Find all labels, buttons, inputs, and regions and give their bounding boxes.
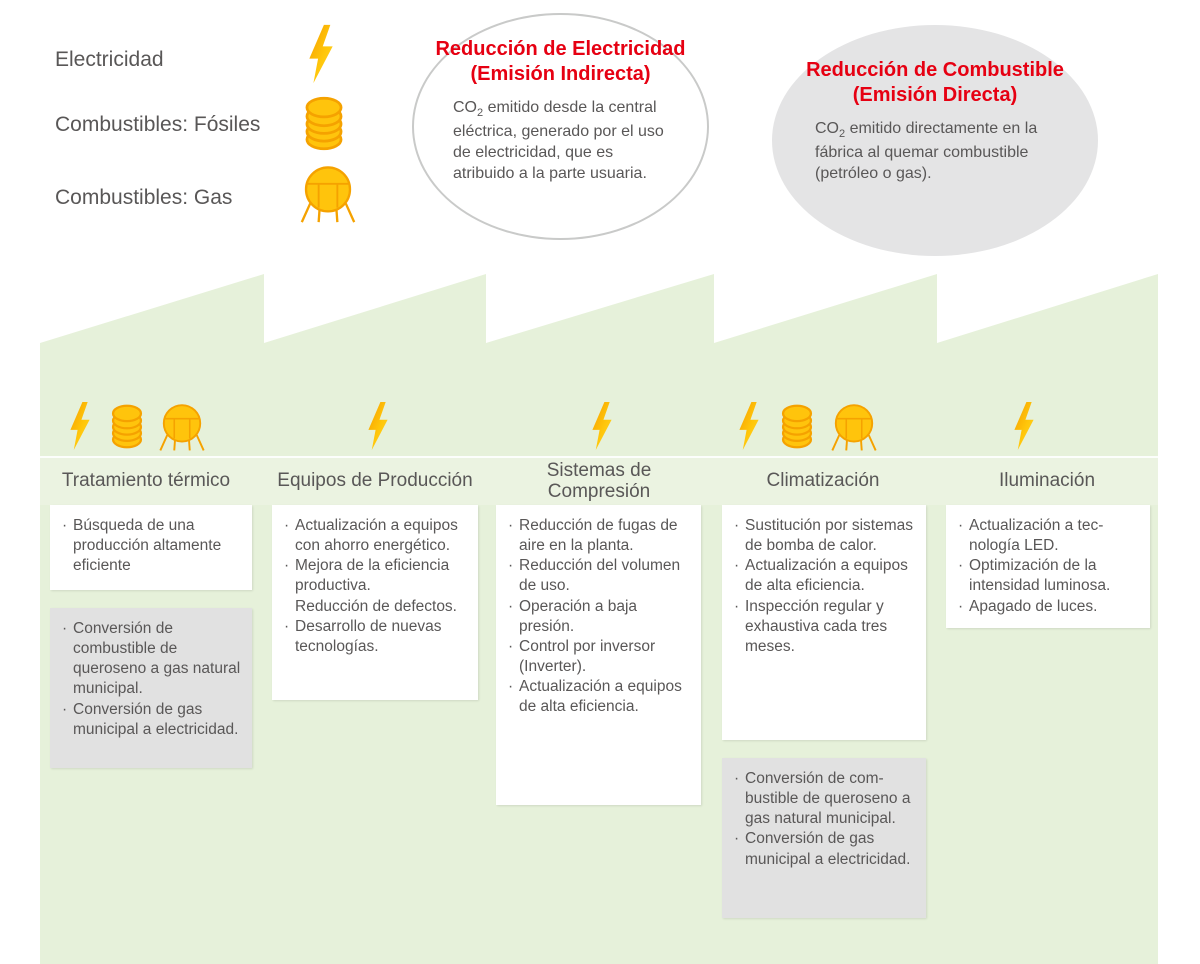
measure-item: Control por inversor (Inverter). xyxy=(506,637,693,677)
column-title-sistemas-de-compresion: Sistemas de Compresión xyxy=(546,459,652,502)
fossil-fuel-icon xyxy=(780,404,814,449)
gas-tank-icon xyxy=(156,404,208,452)
measure-item: Optimización de la intensidad luminosa. xyxy=(956,556,1142,596)
measure-item: Reducción del volumen de uso. xyxy=(506,556,693,596)
bubble-title-line1: Reducción de Electricidad xyxy=(435,38,686,60)
bubble-title: Reducción de Combustible (Emisión Direct… xyxy=(772,58,1098,108)
measure-item: Búsqueda de una producción alta­mente ef… xyxy=(60,516,244,576)
column-title-tratamiento-termico: Tratamiento térmico xyxy=(61,470,231,491)
card-electric-measures: Reducción de fugas de aire en la planta.… xyxy=(496,505,701,805)
measure-item: Inspección regular y exhaustiva cada tre… xyxy=(732,597,918,657)
card-fuel-measures: Conversión de com­bustible de queroseno … xyxy=(722,758,926,918)
measure-item: Actualización a equipos de alta efi­cien… xyxy=(506,677,693,717)
co2-text: CO xyxy=(815,120,839,137)
bubble-body-text: emitido directamente en la fábrica al qu… xyxy=(815,120,1038,183)
legend-label-combustibles-fosiles: Combustibles: Fósiles xyxy=(55,113,261,136)
column-title-iluminacion: Iluminación xyxy=(998,470,1096,491)
card-fuel-measures: Conversión de combustible de queroseno a… xyxy=(50,608,252,768)
lightning-icon xyxy=(590,402,614,450)
column-title-climatizacion: Climatización xyxy=(766,470,880,491)
category-title-band xyxy=(40,456,1158,505)
bubble-fuel-reduction: Reducción de Combustible (Emisión Direct… xyxy=(772,25,1098,256)
measure-item: Actualización a tec­nología LED. xyxy=(956,516,1142,556)
measure-item: Desarrollo de nuevas tecnologías. xyxy=(282,617,470,657)
lightning-icon xyxy=(1012,402,1036,450)
measure-item: Conversión de gas municipal a electri­ci… xyxy=(60,700,244,740)
lightning-icon xyxy=(737,402,761,450)
measure-item: Mejora de la eficiencia productiva. Redu… xyxy=(282,556,470,616)
measure-item: Actualización a equipos con ahorro energ… xyxy=(282,516,470,556)
measure-item: Apagado de luces. xyxy=(956,597,1142,617)
bubble-body: CO2 emitido directamente en la fábrica a… xyxy=(815,118,1055,184)
card-electric-measures: Búsqueda de una producción alta­mente ef… xyxy=(50,505,252,590)
lightning-icon xyxy=(366,402,390,450)
legend-label-electricidad: Electricidad xyxy=(55,48,164,71)
bubble-title-line1: Reducción de Combustible xyxy=(806,59,1064,81)
measure-item: Actualización a equipos de alta efi­cien… xyxy=(732,556,918,596)
measure-item: Sustitución por sistemas de bomba de cal… xyxy=(732,516,918,556)
measure-item: Conversión de gas municipal a electrici­… xyxy=(732,829,918,869)
bubble-body-text: emitido desde la central eléctrica, gene… xyxy=(453,99,664,183)
lightning-icon xyxy=(68,402,92,450)
column-title-equipos-de-produccion: Equipos de Producción xyxy=(277,470,473,491)
card-electric-measures: Actualización a equipos con ahorro energ… xyxy=(272,505,478,700)
card-electric-measures: Actualización a tec­nología LED. Optimiz… xyxy=(946,505,1150,628)
card-electric-measures: Sustitución por sistemas de bomba de cal… xyxy=(722,505,926,740)
measure-item: Conversión de com­bustible de queroseno … xyxy=(732,769,918,829)
measure-item: Operación a baja presión. xyxy=(506,597,693,637)
gas-tank-icon xyxy=(828,404,880,452)
legend-label-combustibles-gas: Combustibles: Gas xyxy=(55,186,233,209)
measure-item: Reducción de fugas de aire en la planta. xyxy=(506,516,693,556)
co2-text: CO xyxy=(453,99,477,116)
co2-subscript: 2 xyxy=(839,128,846,141)
co2-subscript: 2 xyxy=(477,107,484,120)
bubble-electricity-reduction: Reducción de Electricidad (Emisión Indir… xyxy=(412,13,709,240)
bubble-title-line2: (Emisión Directa) xyxy=(852,84,1018,106)
bubble-title-line2: (Emisión Indirecta) xyxy=(470,63,651,85)
measure-item: Conversión de combustible de queroseno a… xyxy=(60,619,244,700)
bubble-body: CO2 emitido desde la central eléctrica, … xyxy=(453,97,668,185)
fossil-fuel-icon xyxy=(110,404,144,449)
bubble-title: Reducción de Electricidad (Emisión Indir… xyxy=(414,37,707,87)
